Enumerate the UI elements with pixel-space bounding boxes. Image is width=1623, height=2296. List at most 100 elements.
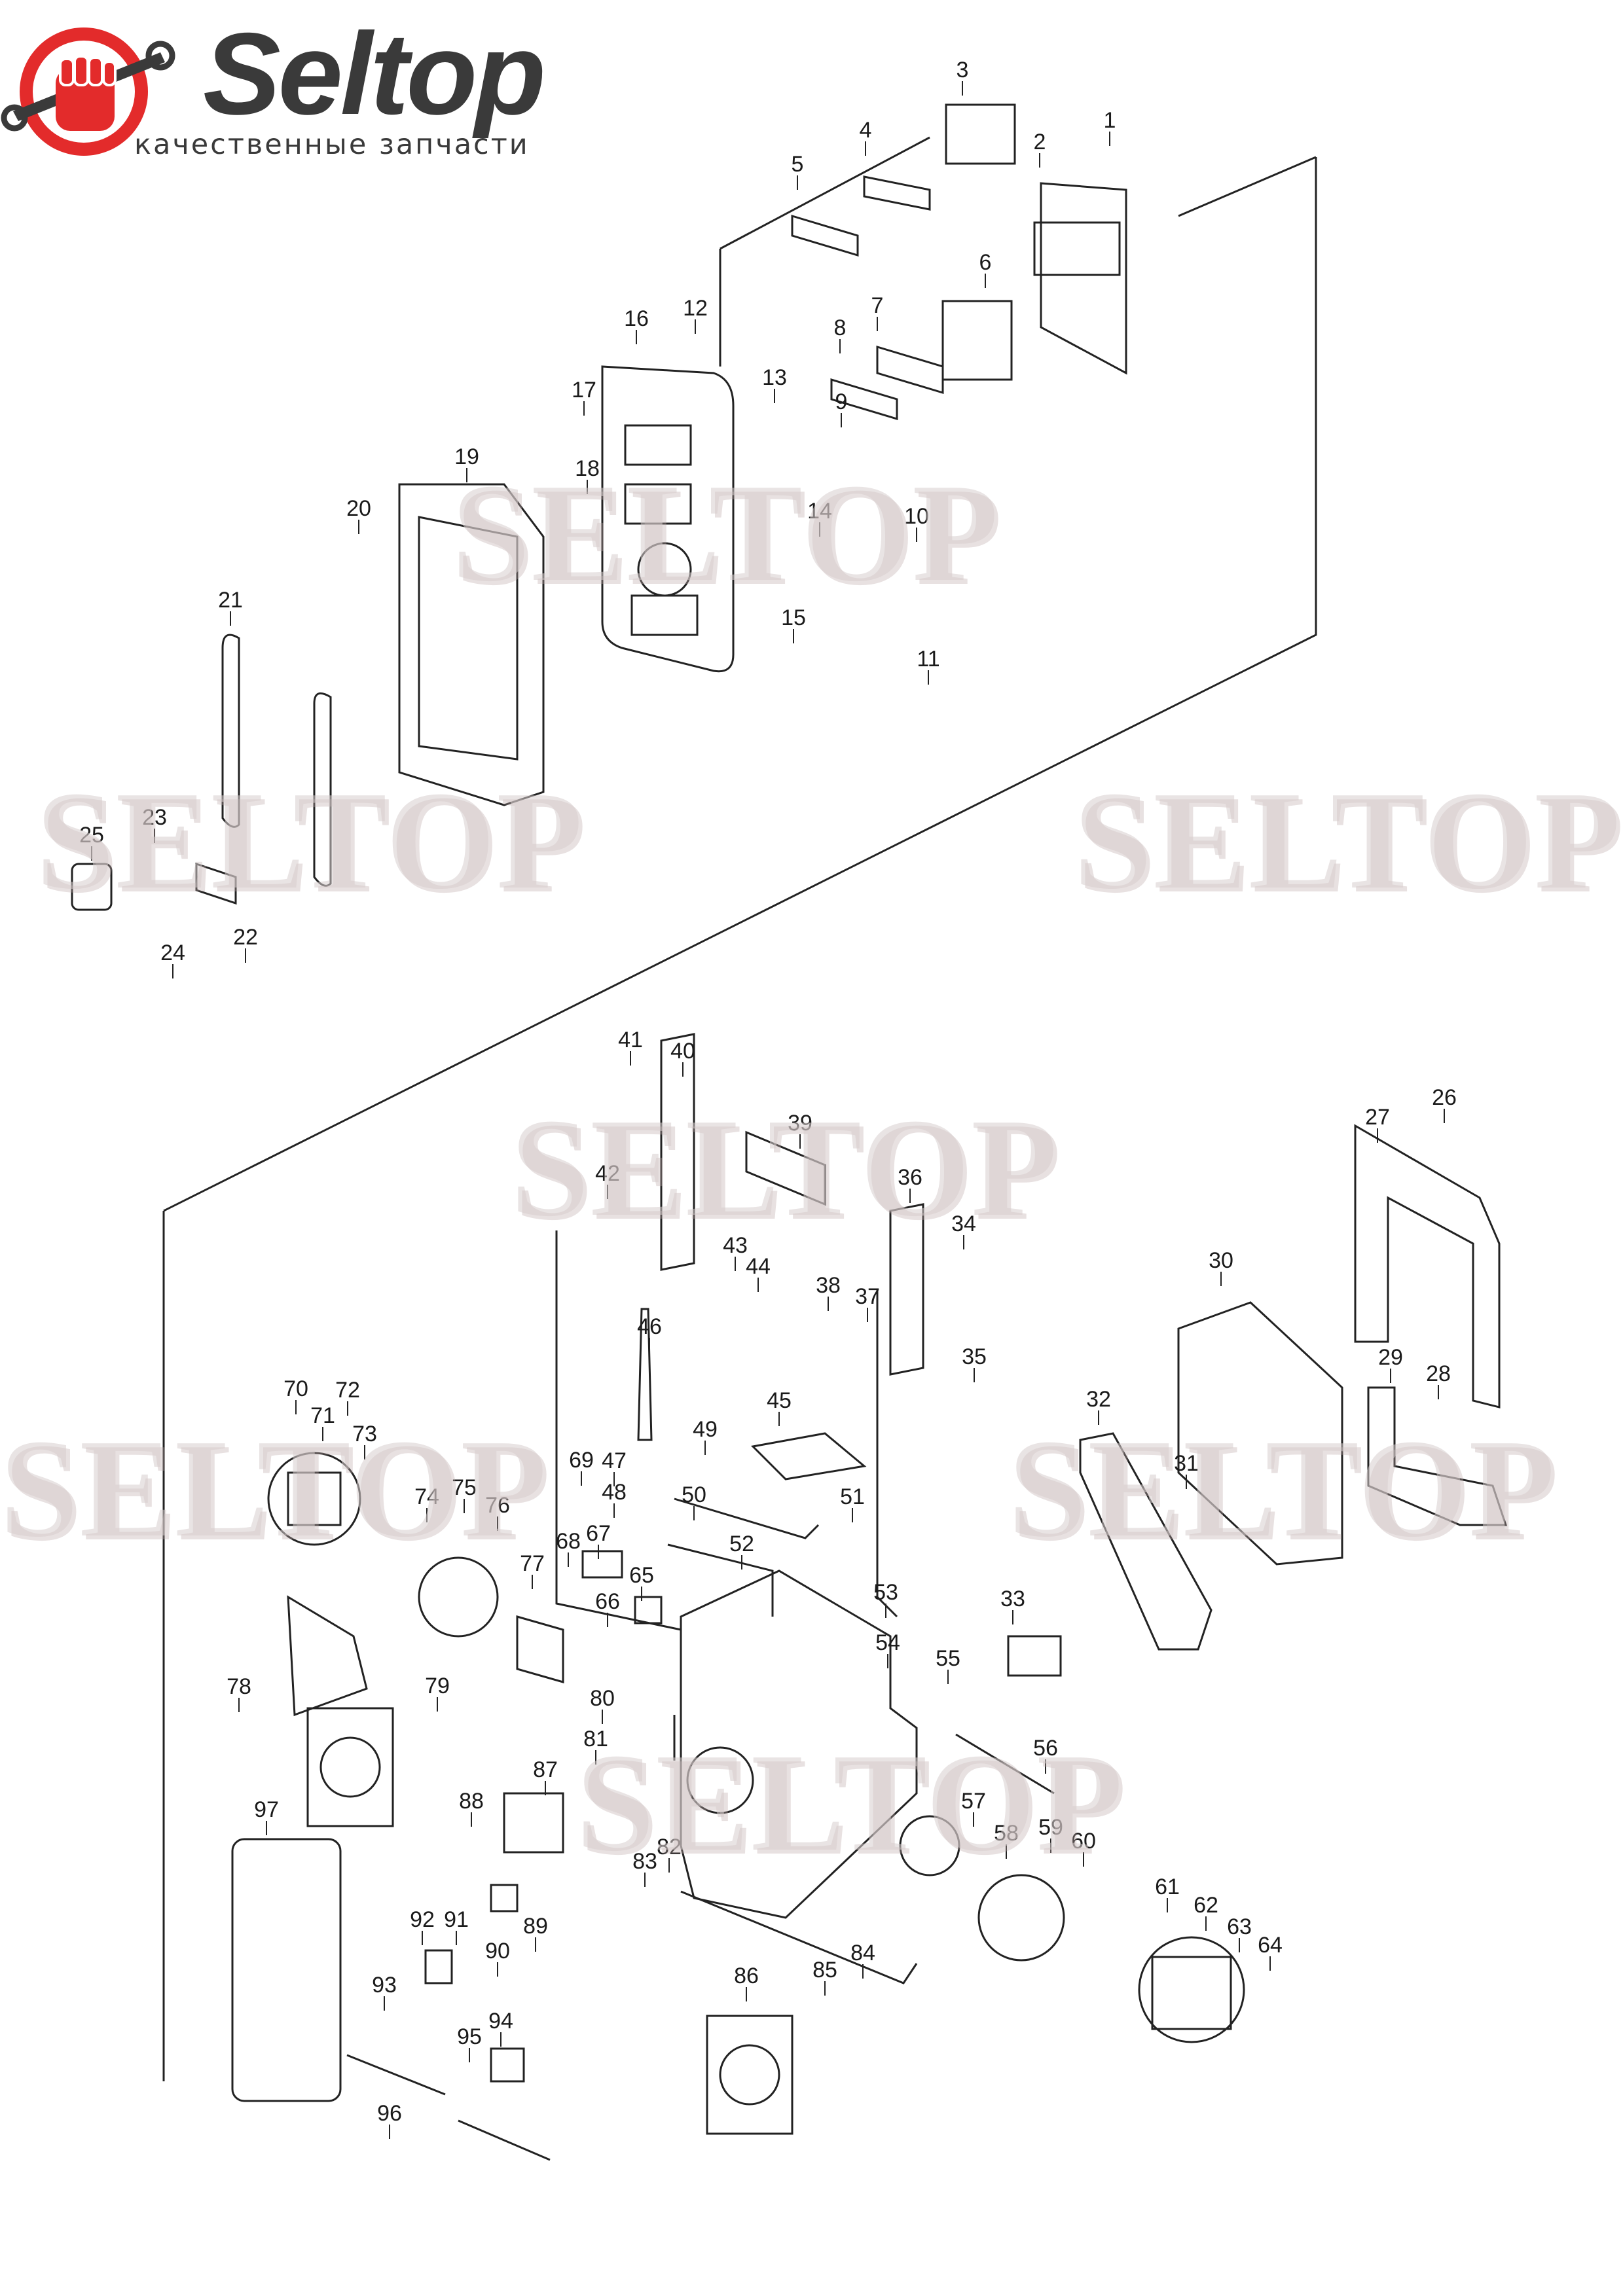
- part-number-87: 87: [533, 1757, 558, 1782]
- part-30-cover: [1177, 1301, 1343, 1566]
- part-number-4: 4: [860, 118, 872, 143]
- part-number-16: 16: [624, 306, 649, 331]
- part-number-2: 2: [1034, 130, 1046, 154]
- part-number-78: 78: [227, 1674, 251, 1699]
- part-number-43: 43: [723, 1233, 748, 1258]
- part-number-31: 31: [1174, 1451, 1199, 1476]
- part-number-41: 41: [618, 1028, 643, 1052]
- part-number-56: 56: [1033, 1736, 1058, 1761]
- part-number-89: 89: [523, 1914, 548, 1939]
- watermark: SELTOP: [0, 1410, 548, 1566]
- brand-tagline: качественные запчасти: [134, 128, 530, 161]
- part-number-97: 97: [254, 1797, 279, 1822]
- part-2-panel: [1040, 182, 1127, 375]
- part-number-51: 51: [840, 1484, 865, 1509]
- part-number-13: 13: [762, 365, 787, 390]
- part-number-9: 9: [835, 389, 848, 414]
- part-number-49: 49: [693, 1417, 718, 1442]
- part-number-84: 84: [850, 1941, 875, 1965]
- part-number-94: 94: [488, 2009, 513, 2034]
- part-number-23: 23: [142, 805, 167, 830]
- part-number-68: 68: [556, 1529, 581, 1554]
- part-number-44: 44: [746, 1254, 771, 1279]
- part-number-24: 24: [160, 941, 185, 965]
- part-number-26: 26: [1432, 1085, 1457, 1110]
- part-number-38: 38: [816, 1273, 841, 1298]
- part-number-47: 47: [602, 1448, 627, 1473]
- part-number-3: 3: [957, 58, 969, 82]
- part-number-34: 34: [951, 1211, 976, 1236]
- part-number-75: 75: [452, 1475, 477, 1500]
- part-number-58: 58: [994, 1821, 1019, 1846]
- part-number-69: 69: [569, 1448, 594, 1473]
- part-number-85: 85: [812, 1958, 837, 1982]
- part-number-95: 95: [457, 2024, 482, 2049]
- part-number-73: 73: [352, 1422, 377, 1446]
- watermark: SELTOP: [576, 1724, 1124, 1880]
- part-number-29: 29: [1378, 1345, 1403, 1370]
- part-number-83: 83: [632, 1849, 657, 1874]
- part-number-5: 5: [792, 152, 804, 177]
- watermark: SELTOP: [511, 1089, 1059, 1246]
- part-number-79: 79: [425, 1674, 450, 1698]
- part-number-17: 17: [572, 378, 596, 403]
- part-number-14: 14: [807, 499, 832, 524]
- part-number-70: 70: [283, 1376, 308, 1401]
- part-number-42: 42: [595, 1161, 620, 1186]
- part-number-76: 76: [485, 1493, 510, 1518]
- part-number-50: 50: [682, 1482, 706, 1507]
- part-number-30: 30: [1209, 1248, 1233, 1273]
- part-number-33: 33: [1000, 1587, 1025, 1611]
- part-number-28: 28: [1426, 1361, 1451, 1386]
- part-number-1: 1: [1104, 108, 1116, 133]
- part-number-91: 91: [444, 1907, 469, 1932]
- part-number-93: 93: [372, 1973, 397, 1998]
- part-number-59: 59: [1038, 1815, 1063, 1840]
- part-number-35: 35: [962, 1344, 987, 1369]
- part-number-71: 71: [310, 1403, 335, 1428]
- part-number-12: 12: [683, 296, 708, 321]
- part-number-48: 48: [602, 1480, 627, 1505]
- part-number-96: 96: [377, 2101, 402, 2126]
- part-number-27: 27: [1365, 1105, 1390, 1130]
- part-16-front-panel: [601, 365, 735, 673]
- part-number-62: 62: [1194, 1893, 1218, 1918]
- part-number-36: 36: [898, 1165, 922, 1190]
- part-number-6: 6: [979, 250, 992, 275]
- part-number-21: 21: [218, 588, 243, 613]
- part-number-80: 80: [590, 1686, 615, 1711]
- part-number-63: 63: [1227, 1914, 1252, 1939]
- panel-outline-top: [163, 157, 1317, 1212]
- part-number-18: 18: [575, 456, 600, 481]
- fist-wrench-icon: [1, 27, 175, 156]
- watermark: SELTOP: [36, 762, 584, 918]
- part-number-15: 15: [781, 605, 806, 630]
- part-number-8: 8: [834, 315, 847, 340]
- part-number-46: 46: [637, 1314, 662, 1339]
- part-number-92: 92: [410, 1907, 435, 1932]
- part-number-53: 53: [873, 1580, 898, 1605]
- part-number-86: 86: [734, 1964, 759, 1988]
- part-number-77: 77: [520, 1551, 545, 1576]
- part-number-66: 66: [595, 1589, 620, 1614]
- part-number-37: 37: [855, 1284, 880, 1309]
- part-number-10: 10: [904, 504, 929, 529]
- part-number-57: 57: [961, 1789, 986, 1814]
- part-number-60: 60: [1071, 1829, 1096, 1854]
- watermark: SELTOP: [452, 454, 1000, 611]
- part-40-handle-bar: [660, 1033, 695, 1271]
- part-19-frame: [398, 483, 545, 806]
- part-number-32: 32: [1086, 1387, 1111, 1412]
- part-number-88: 88: [459, 1789, 484, 1814]
- part-97-panel: [231, 1838, 342, 2102]
- part-number-54: 54: [875, 1630, 900, 1655]
- part-number-55: 55: [936, 1646, 960, 1671]
- part-number-52: 52: [729, 1532, 754, 1556]
- part-number-40: 40: [670, 1039, 695, 1064]
- part-number-11: 11: [917, 647, 939, 672]
- part-number-74: 74: [414, 1484, 439, 1509]
- part-number-61: 61: [1155, 1874, 1180, 1899]
- part-52-housing: [680, 1570, 918, 1919]
